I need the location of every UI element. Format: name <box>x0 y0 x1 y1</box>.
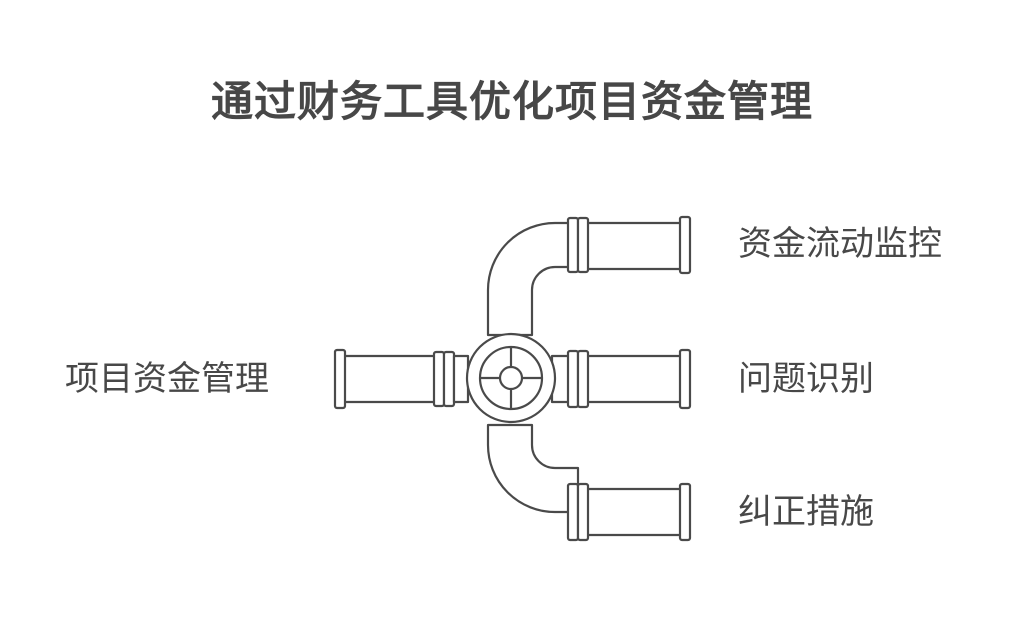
pipe-elbow-top <box>486 221 580 337</box>
pipe-middle-flange-a <box>566 349 580 409</box>
pipe-bottom-cap <box>678 482 692 542</box>
pipe-middle <box>584 354 686 404</box>
branch-label-bottom: 纠正措施 <box>738 492 874 532</box>
pipe-elbow-bottom <box>486 423 580 514</box>
valve-center <box>498 365 524 391</box>
pipe-left-joint <box>452 354 470 404</box>
pipe-left-cap <box>333 348 347 410</box>
pipe-top <box>584 221 686 271</box>
branch-label-middle: 问题识别 <box>738 359 874 399</box>
pipe-top-flange-a <box>566 216 580 274</box>
pipe-middle-flange-b <box>576 349 590 409</box>
pipe-middle-cap <box>678 348 692 410</box>
pipe-left-flange-outer <box>432 350 446 408</box>
diagram-title: 通过财务工具优化项目资金管理 <box>210 77 813 126</box>
branch-label-top: 资金流动监控 <box>738 224 942 264</box>
pipe-left-flange-inner <box>442 350 456 408</box>
pipe-top-flange-b <box>576 216 590 274</box>
pipe-top-cap <box>678 215 692 275</box>
pipe-left <box>340 354 444 404</box>
pipe-bottom-flange-b <box>576 482 590 542</box>
pipe-bottom <box>584 487 686 537</box>
pipe-bottom-flange-a <box>566 482 580 542</box>
source-label: 项目资金管理 <box>65 359 269 399</box>
